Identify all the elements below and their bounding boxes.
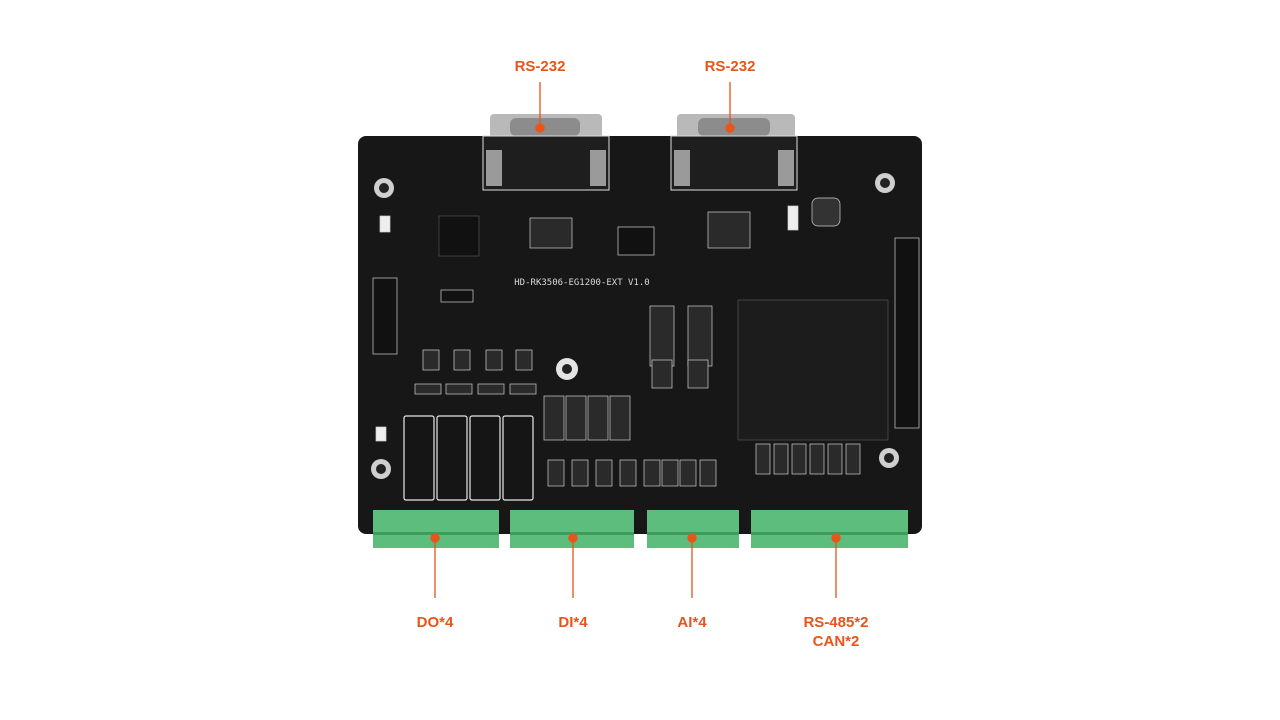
callout-ai: AI*4 (677, 614, 707, 631)
callout-do: DO*4 (416, 614, 454, 631)
mounting-holes (371, 173, 899, 479)
board-model-text: HD-RK3506-EG1200-EXT V1.0 (514, 278, 649, 288)
relay-bank (403, 415, 534, 501)
callout-rs485-can: RS-485*2 CAN*2 (803, 613, 868, 651)
callout-di: DI*4 (558, 614, 588, 631)
callout-rs232-right: RS-232 (704, 58, 756, 75)
terminal-block-rs485-can (751, 510, 908, 548)
callout-rs485-label: RS-485*2 (803, 614, 869, 631)
callout-rs232-left: RS-232 (514, 58, 566, 75)
db9-connector-left (482, 114, 610, 191)
db9-connector-right (670, 114, 798, 191)
callout-can-label: CAN*2 (812, 633, 860, 650)
callout-leaders (430, 82, 841, 598)
pcb-components (372, 197, 920, 487)
